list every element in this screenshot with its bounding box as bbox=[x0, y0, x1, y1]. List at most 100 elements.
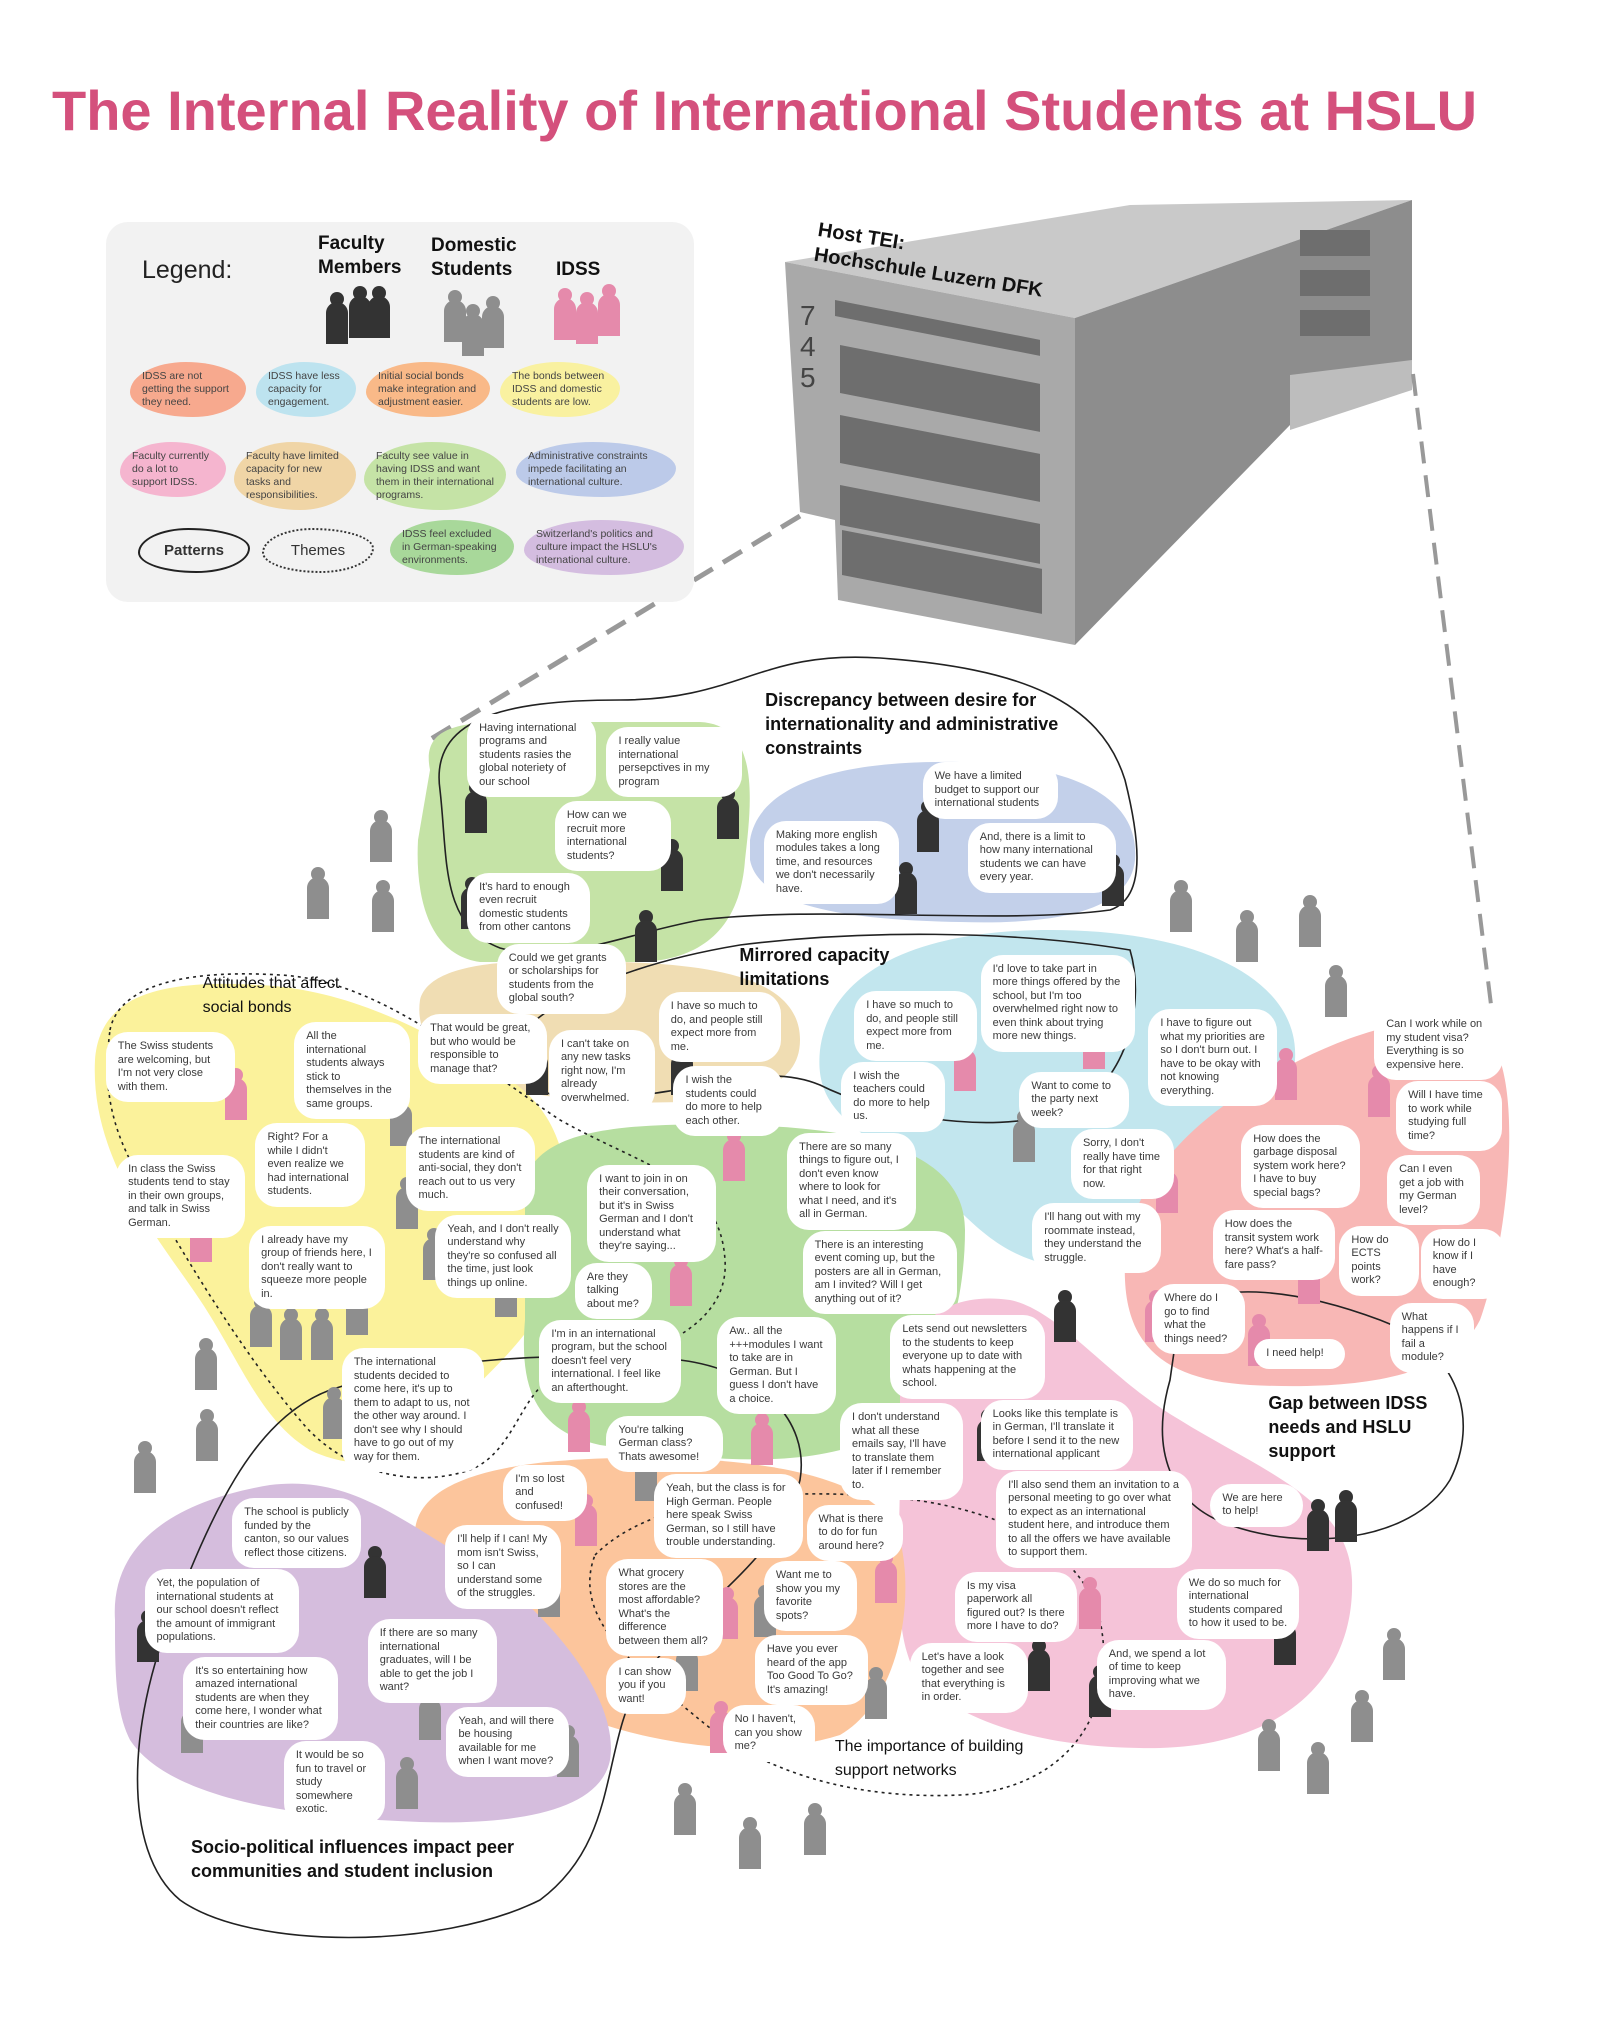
speech-bubble: I wish the students could do more to hel… bbox=[673, 1066, 784, 1137]
theme-label: Discrepancy between desire for internati… bbox=[765, 689, 1059, 758]
theme-label: The importance of building support netwo… bbox=[834, 1738, 1024, 1780]
speech-bubble: I already have my group of friends here,… bbox=[249, 1225, 385, 1310]
building-illustration bbox=[424, 200, 1498, 1046]
idss-figure bbox=[576, 292, 598, 344]
speech-bubble: I'll hang out with my roommate instead, … bbox=[1032, 1203, 1162, 1274]
legend-domestic-label: Domestic Students bbox=[431, 235, 517, 280]
legend-faculty-label: Faculty Members bbox=[318, 233, 402, 278]
faculty-member-figure bbox=[1028, 1638, 1051, 1691]
speech-bubble: Can I work while on my student visa? Eve… bbox=[1374, 1010, 1504, 1081]
speech-bubble: How does the garbage disposal system wor… bbox=[1241, 1124, 1360, 1209]
speech-bubble: I have so much to do, and people still e… bbox=[658, 992, 782, 1063]
speech-bubble: I really value international persepctive… bbox=[606, 727, 742, 798]
domestic-student-figure bbox=[310, 1308, 333, 1361]
speech-bubble: The Swiss students are welcoming, but I'… bbox=[105, 1032, 235, 1103]
speech-bubble: Are they talking about me? bbox=[574, 1262, 653, 1320]
speech-bubble: The school is publicly funded by the can… bbox=[232, 1498, 362, 1569]
speech-bubble: Want to come to the party next week? bbox=[1019, 1071, 1130, 1129]
building-numbers: 7 4 5 bbox=[800, 300, 816, 393]
domestic-student-figure bbox=[462, 304, 484, 356]
idss-figure bbox=[750, 1412, 773, 1465]
speech-bubble: I'm so lost and confused! bbox=[503, 1464, 588, 1522]
speech-bubble: Could we get grants or scholarships for … bbox=[496, 943, 626, 1014]
speech-bubble: Will I have time to work while studying … bbox=[1396, 1081, 1502, 1152]
domestic-student-figure bbox=[803, 1802, 826, 1855]
speech-bubble: I can't take on any new tasks right now,… bbox=[548, 1029, 655, 1114]
speech-bubble: I can show you if you want! bbox=[606, 1657, 687, 1715]
theme-label: Mirrored capacity limitations bbox=[739, 945, 890, 990]
faculty-member-figure bbox=[1054, 1290, 1077, 1343]
speech-bubble: Let's have a look together and see that … bbox=[909, 1642, 1029, 1713]
legend-chip: Faculty have limited capacity for new ta… bbox=[234, 442, 356, 510]
speech-bubble: I want to join in on their conversation,… bbox=[587, 1164, 717, 1262]
idss-figure bbox=[722, 1129, 745, 1182]
speech-bubble: Yeah, and will there be housing availabl… bbox=[446, 1706, 570, 1777]
speech-bubble: There is an interesting event coming up,… bbox=[802, 1230, 958, 1315]
domestic-student-figure bbox=[134, 1441, 157, 1494]
legend-themes-key: Themes bbox=[262, 528, 374, 573]
legend-chip: Switzerland's politics and culture impac… bbox=[524, 520, 684, 575]
legend-chip: Administrative constraints impede facili… bbox=[516, 442, 676, 497]
speech-bubble: Yeah, and I don't really understand why … bbox=[435, 1214, 571, 1299]
domestic-student-figure bbox=[371, 880, 394, 932]
speech-bubble: What grocery stores are the most afforda… bbox=[606, 1559, 723, 1657]
idss-figure bbox=[554, 288, 576, 340]
domestic-student-figure bbox=[1350, 1690, 1373, 1743]
legend-chip: Initial social bonds make integration an… bbox=[366, 362, 490, 417]
domestic-student-figure bbox=[1170, 880, 1193, 932]
domestic-student-figure bbox=[396, 1757, 419, 1810]
speech-bubble: How does the transit system work here? W… bbox=[1212, 1210, 1336, 1281]
speech-bubble: That would be great, but who would be re… bbox=[418, 1014, 548, 1085]
speech-bubble: I have so much to do, and people still e… bbox=[854, 991, 977, 1062]
legend-chip: IDSS are not getting the support they ne… bbox=[130, 362, 246, 417]
idss-figure bbox=[669, 1254, 692, 1307]
idss-figure bbox=[1078, 1576, 1101, 1629]
speech-bubble: I'm in an international program, but the… bbox=[539, 1319, 682, 1404]
domestic-student-figure bbox=[196, 1409, 219, 1462]
faculty-member-figure bbox=[349, 286, 371, 338]
speech-bubble: Having international programs and studen… bbox=[467, 713, 597, 798]
domestic-student-figure bbox=[1325, 965, 1348, 1018]
speech-bubble: Want me to show you my favorite spots? bbox=[763, 1561, 857, 1632]
domestic-student-figure bbox=[673, 1783, 696, 1836]
legend-chip: Faculty currently do a lot to support ID… bbox=[120, 442, 226, 497]
domestic-student-figure bbox=[194, 1338, 217, 1391]
faculty-member-figure bbox=[368, 286, 390, 338]
speech-bubble: You're talking German class? Thats aweso… bbox=[606, 1415, 723, 1473]
domestic-student-figure bbox=[307, 867, 330, 920]
domestic-student-figure bbox=[280, 1308, 302, 1361]
speech-bubble: I'll help if I can! My mom isn't Swiss, … bbox=[445, 1525, 562, 1609]
speech-bubble: I'll also send them an invitation to a p… bbox=[996, 1470, 1193, 1568]
domestic-student-figure bbox=[1307, 1741, 1330, 1794]
faculty-member-figure bbox=[634, 909, 657, 962]
speech-bubble: Right? For a while I didn't even realize… bbox=[255, 1123, 366, 1207]
speech-bubble: I have to figure out what my priorities … bbox=[1148, 1009, 1278, 1107]
page-title: The Internal Reality of International St… bbox=[52, 79, 1478, 142]
speech-bubble: How can we recruit more international st… bbox=[554, 801, 671, 872]
speech-bubble: No I haven't, can you show me? bbox=[722, 1705, 816, 1762]
speech-bubble: The international students decided to co… bbox=[341, 1348, 484, 1473]
idss-figure bbox=[598, 284, 620, 336]
domestic-student-figure bbox=[370, 810, 393, 863]
speech-bubble: Sorry, I don't really have time for that… bbox=[1070, 1129, 1175, 1200]
faculty-member-figure bbox=[1307, 1499, 1330, 1552]
domestic-student-figure bbox=[739, 1816, 762, 1869]
speech-bubble: We are here to help! bbox=[1210, 1483, 1304, 1527]
speech-bubble: I need help! bbox=[1254, 1339, 1345, 1369]
speech-bubble: I don't understand what all these emails… bbox=[840, 1403, 963, 1501]
legend-chip: Faculty see value in having IDSS and wan… bbox=[364, 442, 506, 510]
speech-bubble: Is my visa paperwork all figured out? Is… bbox=[954, 1571, 1078, 1642]
speech-bubble: It's hard to enough even recruit domesti… bbox=[467, 872, 590, 943]
speech-bubble: Yeah, but the class is for High German. … bbox=[654, 1474, 803, 1558]
speech-bubble: I wish the teachers could do more to hel… bbox=[841, 1061, 945, 1132]
speech-bubble: How do ECTS points work? bbox=[1339, 1225, 1420, 1296]
speech-bubble: Can I even get a job with my German leve… bbox=[1387, 1155, 1480, 1226]
theme-label: Socio-political influences impact peer c… bbox=[190, 1836, 515, 1881]
faculty-member-figure bbox=[1335, 1490, 1358, 1543]
speech-bubble: Making more english modules takes a long… bbox=[763, 820, 900, 905]
theme-label: Attitudes that affect social bonds bbox=[202, 974, 340, 1016]
speech-bubble: How do I know if I have enough? bbox=[1420, 1228, 1505, 1299]
speech-bubble: And, there is a limit to how many intern… bbox=[967, 822, 1117, 893]
speech-bubble: Where do I go to find what the things ne… bbox=[1152, 1284, 1246, 1355]
